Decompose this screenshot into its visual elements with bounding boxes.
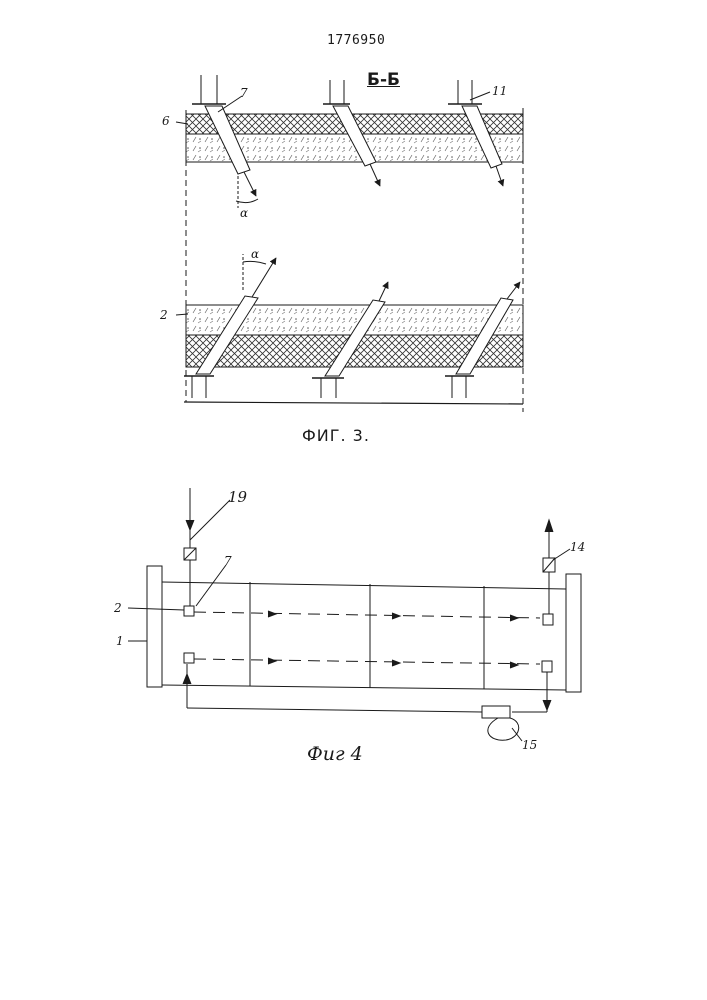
figure4-caption: Фиг 4 [307,743,363,765]
label-7-fig4: 7 [224,554,232,568]
left-end-wall [147,566,162,687]
label-6: 6 [162,114,170,128]
label-7: 7 [240,86,248,100]
figure3-section-view [176,75,523,412]
recirculation-loop [183,664,551,740]
leader-11 [470,92,490,100]
leader-15 [512,728,522,741]
label-15: 15 [522,738,537,752]
pump-15 [482,706,510,718]
upper-flow-line [184,606,553,625]
leader-14 [553,549,570,560]
label-14: 14 [570,540,585,554]
label-1: 1 [116,634,124,648]
right-end-wall [566,574,581,692]
alpha-top-label: α [240,206,248,220]
label-2-fig4: 2 [114,601,122,615]
figure4-scheme [128,488,581,741]
label-19: 19 [228,488,247,506]
label-11: 11 [492,84,507,98]
alpha-angle-top [236,176,258,208]
leader-7b [196,565,226,606]
alpha-bottom-label: α [251,247,259,261]
inlet-valve-19 [184,488,230,606]
lower-flow-line [184,653,552,672]
label-2: 2 [160,308,168,322]
outlet-valve-14 [543,520,555,614]
figure3-caption: ФИГ. 3. [302,426,370,445]
